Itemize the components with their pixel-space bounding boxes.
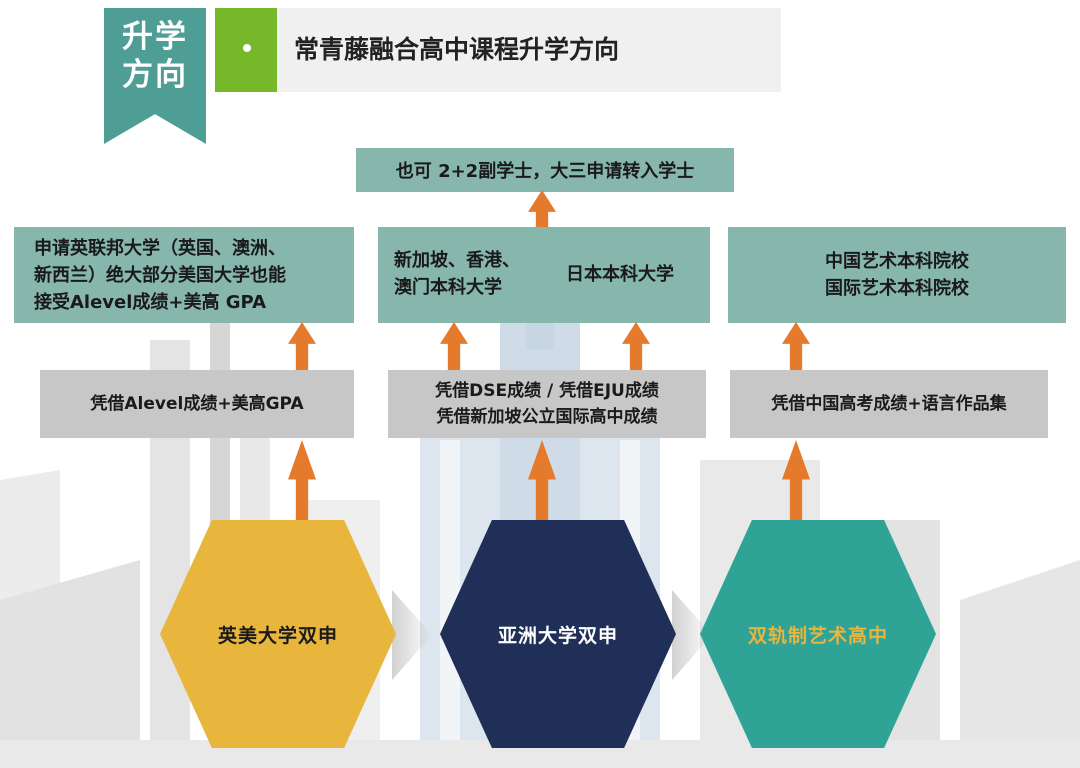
- track-label-uk-us: 英美大学双申: [217, 624, 338, 647]
- requirement-box-asia: 凭借DSE成绩 / 凭借EJU成绩 凭借新加坡公立国际高中成绩: [388, 370, 706, 438]
- track-hexagon-uk-us: 英美大学双申: [160, 520, 396, 748]
- track-hexagon-art: 双轨制艺术高中: [700, 520, 936, 748]
- destination-box-asia: 新加坡、香港、 澳门本科大学 日本本科大学: [378, 227, 710, 323]
- destination-box-commonwealth: 申请英联邦大学（英国、澳洲、 新西兰）绝大部分美国大学也能 接受Alevel成绩…: [14, 227, 354, 323]
- destination-text-japan: 日本本科大学: [566, 264, 674, 285]
- destination-box-art: 中国艺术本科院校 国际艺术本科院校: [728, 227, 1066, 323]
- bullet-dot-icon: [243, 44, 251, 52]
- requirement-text-asia: 凭借DSE成绩 / 凭借EJU成绩 凭借新加坡公立国际高中成绩: [435, 381, 659, 427]
- destination-text-commonwealth: 申请英联邦大学（英国、澳洲、 新西兰）绝大部分美国大学也能 接受Alevel成绩…: [34, 237, 286, 313]
- section-tag: 升学 方向: [104, 8, 206, 144]
- title-bar: [277, 8, 781, 92]
- track-label-art: 双轨制艺术高中: [747, 624, 888, 647]
- requirement-box-art: 凭借中国高考成绩+语言作品集: [730, 370, 1048, 438]
- requirement-box-alevel: 凭借Alevel成绩+美高GPA: [40, 370, 354, 438]
- page-title: 常青藤融合高中课程升学方向: [294, 35, 620, 64]
- track-hexagon-asia: 亚洲大学双申: [440, 520, 676, 748]
- destination-text-art: 中国艺术本科院校 国际艺术本科院校: [825, 251, 969, 299]
- section-tag-label: 升学 方向: [122, 19, 188, 93]
- top-note-text: 也可 2+2副学士，大三申请转入学士: [395, 161, 695, 182]
- top-note-box: 也可 2+2副学士，大三申请转入学士: [356, 148, 734, 192]
- track-label-asia: 亚洲大学双申: [497, 624, 618, 647]
- requirement-text-art: 凭借中国高考成绩+语言作品集: [771, 394, 1007, 414]
- destination-text-sg-hk-mo: 新加坡、香港、 澳门本科大学: [394, 250, 520, 298]
- requirement-text-alevel: 凭借Alevel成绩+美高GPA: [90, 394, 304, 414]
